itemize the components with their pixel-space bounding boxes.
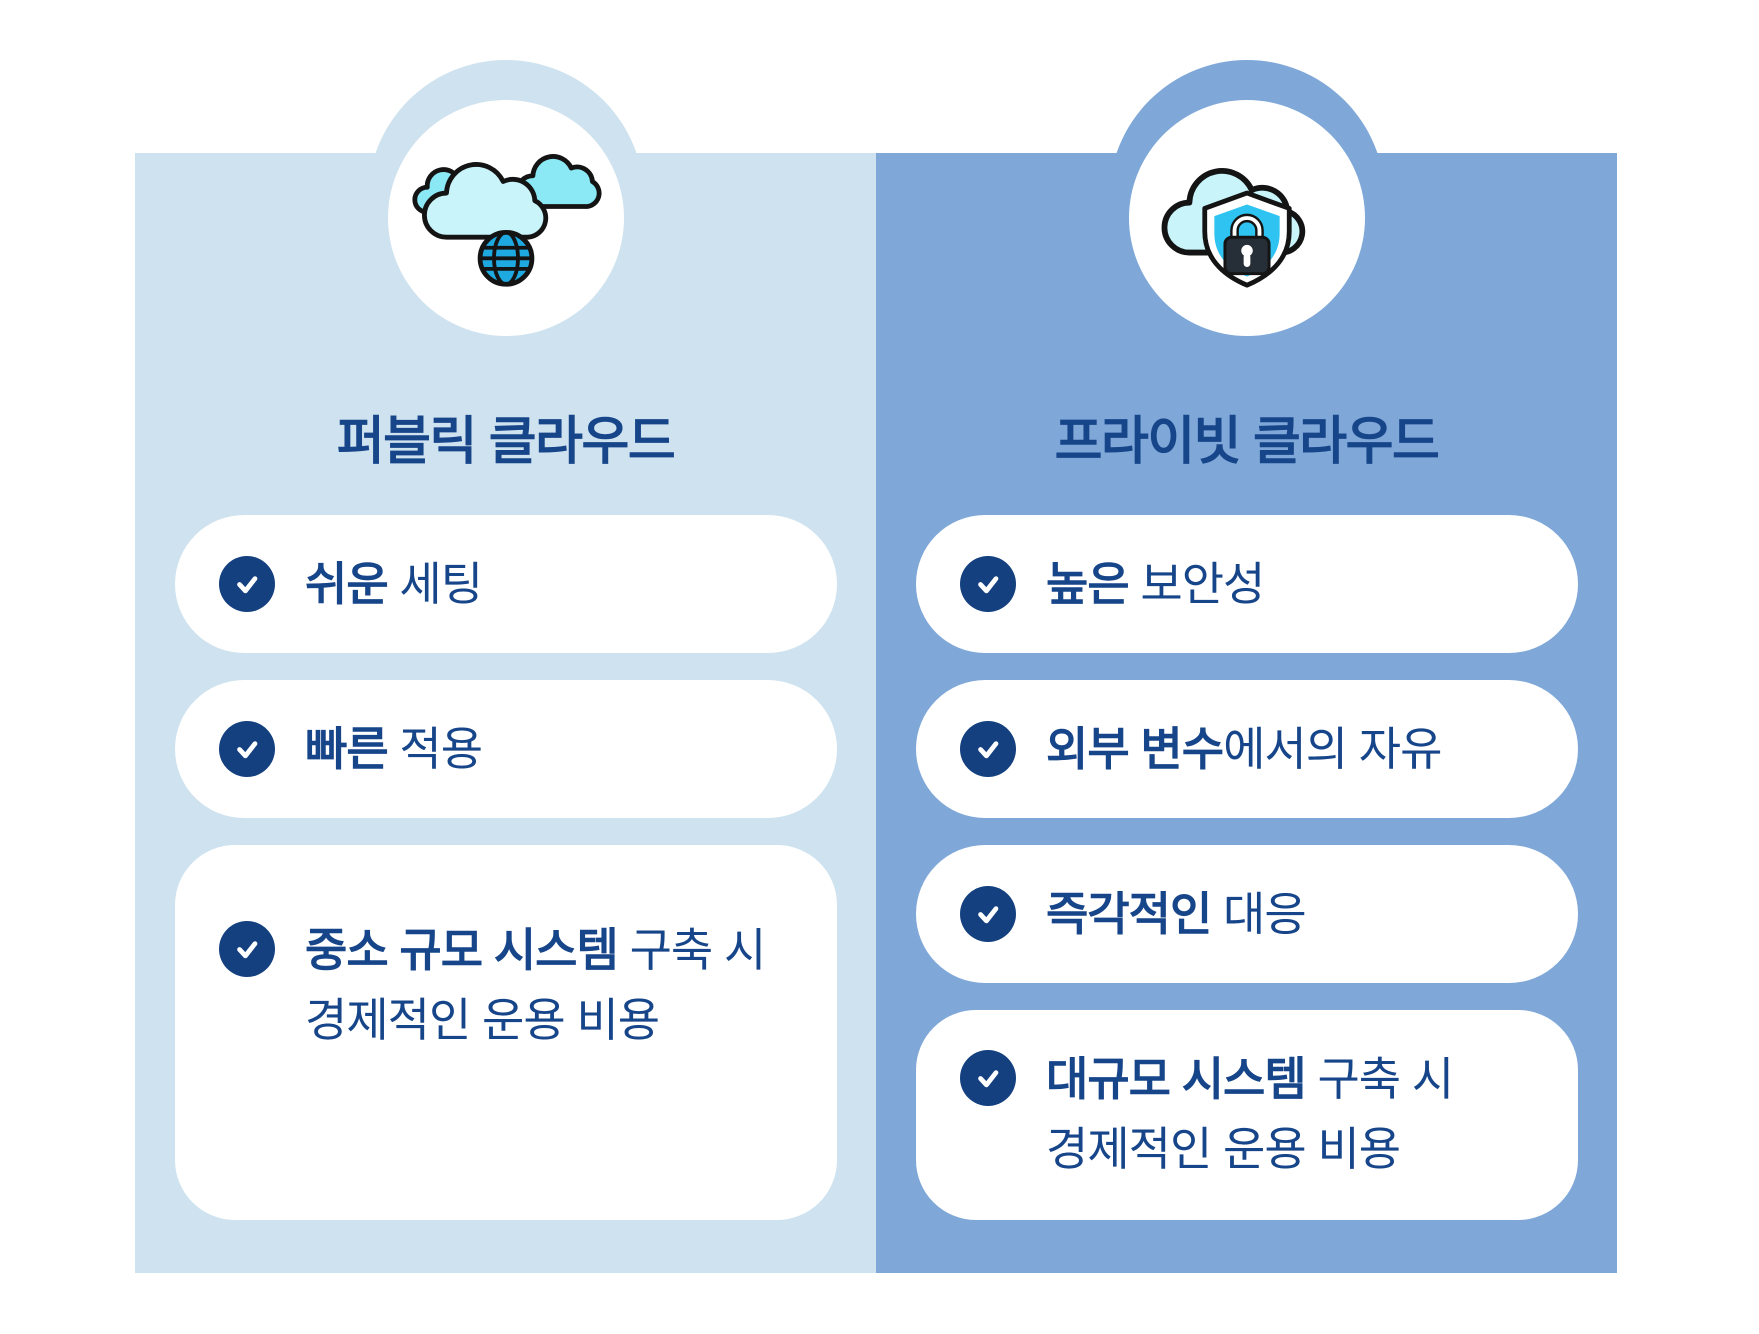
private-cloud-title: 프라이빗 클라우드 (1054, 413, 1440, 471)
feature-card: 대규모 시스템 구축 시 경제적인 운용 비용 (916, 1010, 1578, 1220)
feature-label: 높은 보안성 (1046, 558, 1265, 610)
feature-card: 외부 변수에서의 자유 (916, 680, 1578, 818)
check-icon (960, 886, 1016, 942)
check-icon (219, 921, 275, 977)
public-cloud-badge (387, 100, 624, 336)
private-cloud-badge (1128, 100, 1365, 336)
check-icon (960, 721, 1016, 777)
cloud-shield-lock-icon (1161, 168, 1305, 288)
feature-card: 즉각적인 대응 (916, 845, 1578, 983)
feature-card: 쉬운 세팅 (175, 515, 837, 653)
public-cloud-item-list: 쉬운 세팅 빠른 적용 중소 규모 시스템 구축 시 경제적인 운용 비용 (175, 515, 837, 1247)
feature-label: 대규모 시스템 구축 시 경제적인 운용 비용 (1046, 1053, 1454, 1175)
feature-label: 빠른 적용 (305, 723, 483, 775)
check-icon (960, 1050, 1016, 1106)
private-cloud-item-list: 높은 보안성 외부 변수에서의 자유 즉각적인 대응 대규모 시스템 구축 시 … (916, 515, 1578, 1247)
feature-card: 높은 보안성 (916, 515, 1578, 653)
check-icon (219, 556, 275, 612)
private-cloud-panel: 프라이빗 클라우드 높은 보안성 외부 변수에서의 자유 즉각적인 대응 (876, 60, 1617, 1273)
clouds-globe-icon (411, 154, 602, 287)
public-cloud-title: 퍼블릭 클라우드 (336, 413, 676, 471)
public-cloud-panel: 퍼블릭 클라우드 쉬운 세팅 빠른 적용 중소 규모 시스템 구축 시 경제적인… (135, 60, 876, 1273)
check-icon (960, 556, 1016, 612)
feature-label: 즉각적인 대응 (1046, 888, 1307, 940)
feature-label: 외부 변수에서의 자유 (1046, 723, 1442, 775)
feature-label: 쉬운 세팅 (305, 558, 483, 610)
feature-label: 중소 규모 시스템 구축 시 경제적인 운용 비용 (305, 924, 766, 1046)
feature-card: 중소 규모 시스템 구축 시 경제적인 운용 비용 (175, 845, 837, 1220)
check-icon (219, 721, 275, 777)
feature-card: 빠른 적용 (175, 680, 837, 818)
